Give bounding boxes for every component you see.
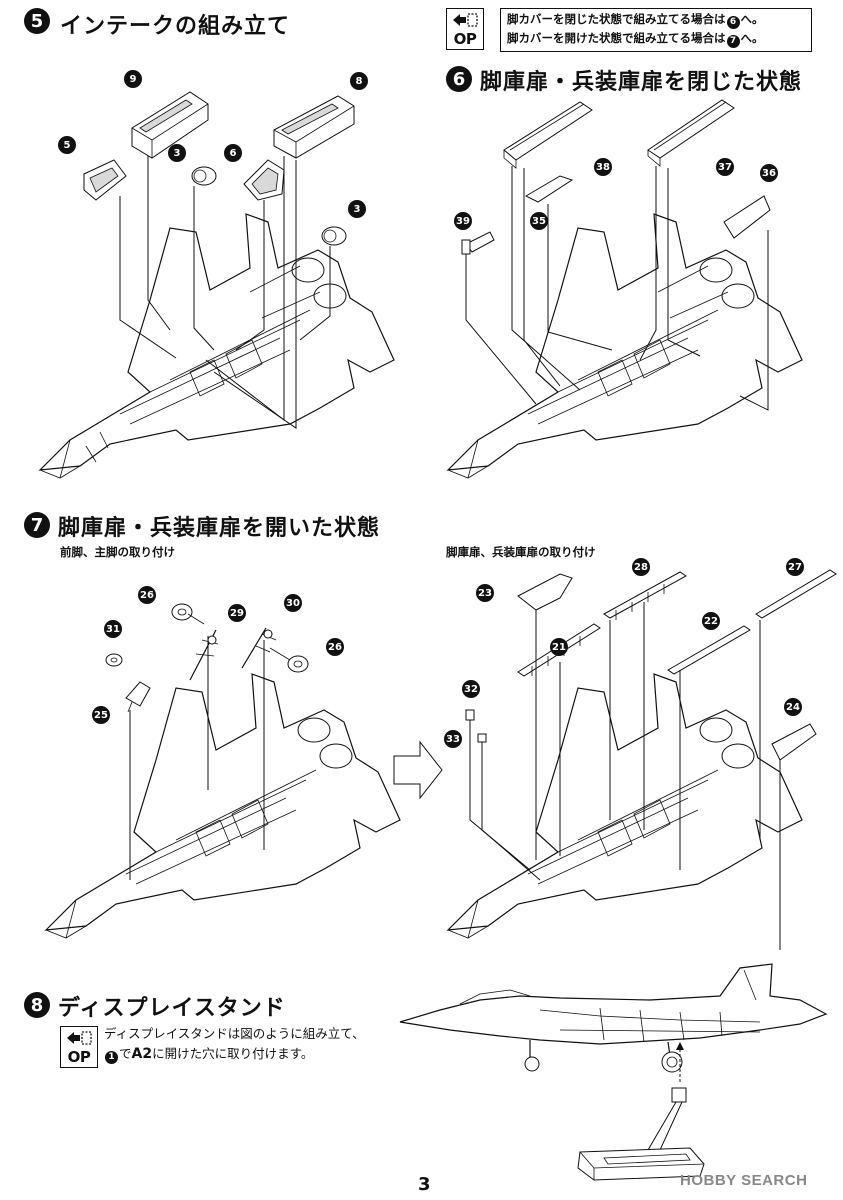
step-7-left-pointers bbox=[129, 636, 265, 880]
part-22-rail bbox=[667, 625, 751, 675]
part-number-5: 5 bbox=[58, 136, 76, 154]
part-38-door bbox=[503, 101, 593, 169]
aircraft-side-view bbox=[399, 963, 828, 1073]
part-number-27: 27 bbox=[786, 558, 804, 576]
part-number-9: 9 bbox=[124, 70, 142, 88]
part-29-strut bbox=[189, 629, 219, 681]
part-number-24: 24 bbox=[784, 698, 802, 716]
op-label-step-8: OP bbox=[67, 1048, 91, 1066]
part-number-28: 28 bbox=[632, 558, 650, 576]
part-number-30: 30 bbox=[284, 594, 302, 612]
step-8-text-line-1: ディスプレイスタンドは図のように組み立て、 bbox=[104, 1026, 365, 1041]
part-number-6: 6 bbox=[224, 144, 242, 162]
watermark-logo: HOBBY SEARCH bbox=[680, 1172, 807, 1189]
display-stand bbox=[577, 1042, 705, 1181]
part-30-strut bbox=[241, 627, 277, 669]
part-number-32: 32 bbox=[462, 680, 480, 698]
step-8-badge: 8 bbox=[24, 992, 50, 1018]
part-6 bbox=[243, 159, 285, 201]
part-3-ring-b bbox=[321, 226, 347, 246]
watermark-text: HOBBY SEARCH bbox=[680, 1172, 808, 1189]
step-7-right-pointers bbox=[469, 602, 781, 950]
part-number-29: 29 bbox=[228, 604, 246, 622]
part-number-35: 35 bbox=[530, 212, 548, 230]
part-number-39: 39 bbox=[454, 212, 472, 230]
page-number: 3 bbox=[418, 1174, 431, 1195]
step-8-title: ディスプレイスタンド bbox=[58, 996, 286, 1021]
part-number-23: 23 bbox=[476, 584, 494, 602]
part-number-22: 22 bbox=[702, 612, 720, 630]
part-ref-a2: A2 bbox=[131, 1046, 153, 1062]
step-7-subtitle-right: 脚庫扉、兵装庫扉の取り付け bbox=[446, 545, 596, 559]
part-number-26b: 26 bbox=[326, 638, 344, 656]
part-number-3b: 3 bbox=[348, 200, 366, 218]
part-8-intake bbox=[273, 95, 355, 159]
step-5-pointers bbox=[119, 156, 331, 429]
part-26-wheel-b bbox=[269, 647, 309, 673]
part-27-rail bbox=[755, 569, 837, 619]
part-25-strut bbox=[125, 681, 151, 713]
part-9-intake bbox=[131, 91, 209, 159]
part-35 bbox=[524, 175, 574, 203]
part-3-ring-a bbox=[191, 166, 217, 186]
part-number-37: 37 bbox=[716, 158, 734, 176]
step-7-title: 脚庫扉・兵装庫扉を開いた状態 bbox=[58, 516, 381, 541]
part-ref-1: 1 bbox=[105, 1050, 118, 1064]
aircraft-underside-7-right bbox=[446, 673, 803, 939]
part-39 bbox=[461, 231, 495, 255]
step-6-badge: 6 bbox=[446, 66, 472, 92]
step-5-title: インテークの組み立て bbox=[60, 14, 291, 39]
part-number-26a: 26 bbox=[138, 586, 156, 604]
part-number-25: 25 bbox=[92, 706, 110, 724]
step-7-subtitle-left: 前脚、主脚の取り付け bbox=[60, 545, 175, 559]
part-37-door bbox=[647, 99, 735, 167]
part-number-38: 38 bbox=[594, 158, 612, 176]
aircraft-underside-6 bbox=[446, 213, 803, 479]
step-6-title: 脚庫扉・兵装庫扉を閉じた状態 bbox=[480, 70, 803, 95]
step-5-badge: 5 bbox=[24, 8, 50, 34]
step-7-badge: 7 bbox=[24, 512, 50, 538]
part-26-wheel-a bbox=[171, 603, 205, 625]
swap-arrow-icon bbox=[453, 13, 478, 27]
part-number-33: 33 bbox=[444, 730, 462, 748]
part-24-door bbox=[771, 723, 817, 761]
part-number-3a: 3 bbox=[168, 144, 186, 162]
part-36 bbox=[723, 195, 771, 239]
op-icon-step-8: OP bbox=[60, 1026, 98, 1068]
op-icon: OP bbox=[446, 8, 484, 50]
part-31-wheel bbox=[105, 653, 123, 667]
aircraft-underside-7-left bbox=[44, 673, 401, 939]
part-5 bbox=[83, 159, 127, 201]
part-number-31: 31 bbox=[104, 620, 122, 638]
part-number-21: 21 bbox=[550, 638, 568, 656]
step-6-pointers bbox=[465, 166, 769, 411]
part-28-rail bbox=[603, 571, 687, 620]
transition-arrow bbox=[393, 740, 443, 800]
part-number-36: 36 bbox=[760, 164, 778, 182]
part-number-8: 8 bbox=[350, 72, 368, 90]
part-23-door bbox=[517, 573, 573, 611]
op-label: OP bbox=[453, 30, 477, 48]
swap-arrow-icon bbox=[67, 1031, 92, 1045]
